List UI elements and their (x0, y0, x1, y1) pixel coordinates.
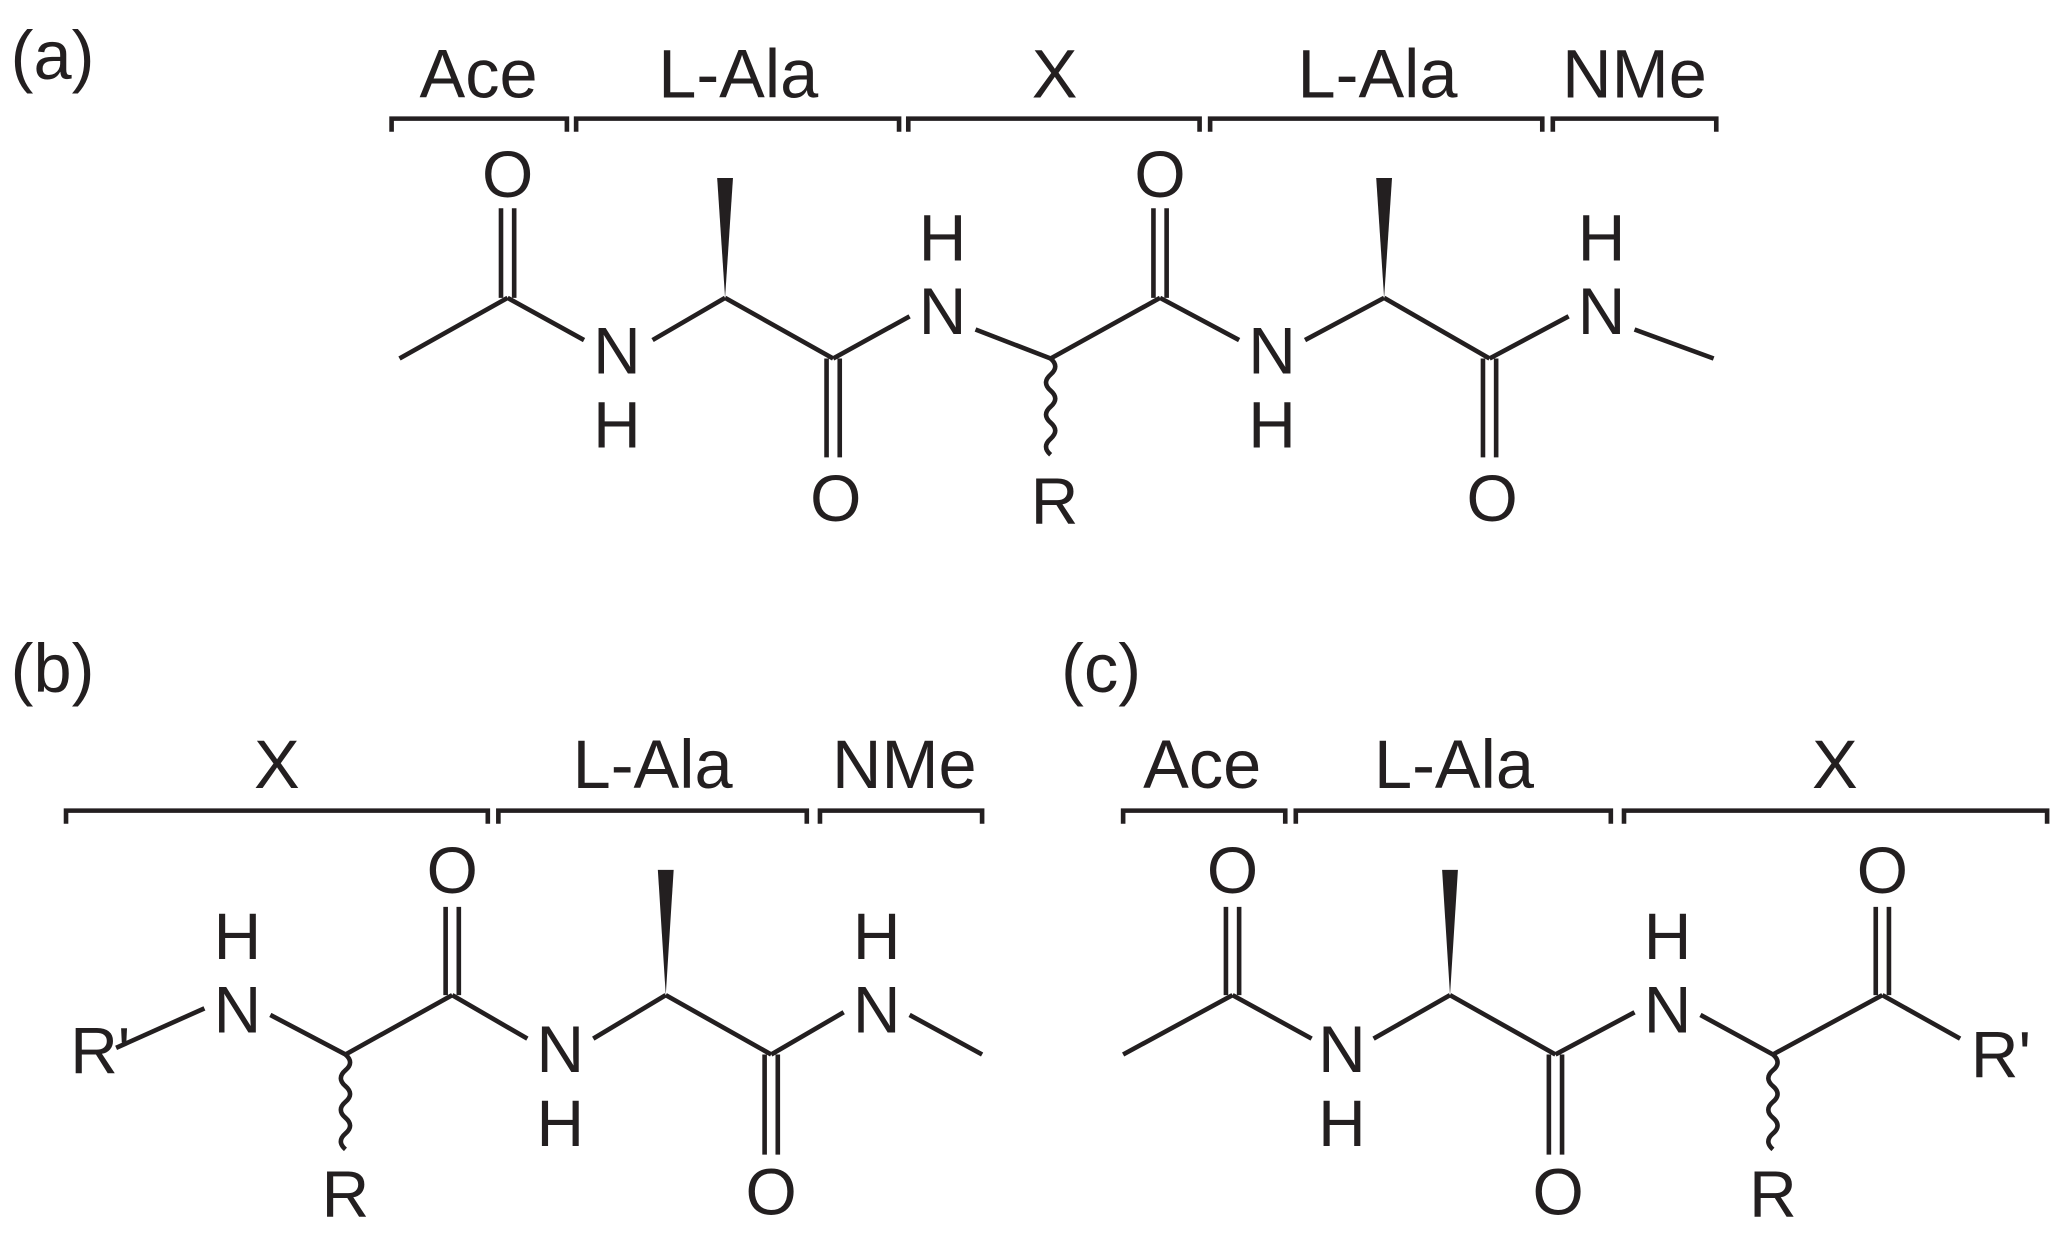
atom-hydrogen: H (919, 200, 967, 274)
atom-hydrogen: H (214, 899, 262, 973)
segment-bracket (905, 116, 1202, 132)
single-bond (1382, 295, 1491, 361)
segment-label-x: X (1032, 36, 1078, 113)
segment-label-nme: NMe (832, 726, 977, 803)
single-bond (1049, 295, 1162, 361)
wavy-bond (338, 1052, 353, 1152)
atom-hydrogen: H (593, 387, 641, 461)
segment-label-x: X (254, 726, 300, 803)
atom-hydrogen: H (853, 899, 901, 973)
single-bond (592, 993, 667, 1041)
single-bond (1372, 993, 1452, 1041)
panel-label-c: (c) (1061, 630, 1141, 707)
single-bond (115, 1006, 206, 1050)
atom-nitrogen: N (1248, 314, 1296, 388)
atom-oxygen: O (1467, 461, 1518, 535)
segment-bracket (1293, 808, 1614, 824)
single-bond (1881, 993, 1962, 1041)
atom-hydrogen: H (1248, 387, 1296, 461)
segment-label-nme: NMe (1562, 36, 1707, 113)
wedge-bond (717, 177, 733, 298)
segment-label-l-ala: L-Ala (658, 36, 819, 113)
segment-bracket (63, 808, 491, 824)
atom-oxygen: O (1532, 1155, 1583, 1229)
single-bond (723, 295, 835, 361)
single-bond (770, 1010, 845, 1057)
panel-c: (c) Ace L-Ala X O N H O N H R O R' (1061, 630, 2031, 1231)
wedge-bond (657, 869, 674, 996)
single-bond (1158, 295, 1241, 343)
atom-hydrogen: H (537, 1086, 585, 1160)
atom-hydrogen: H (1644, 899, 1692, 973)
atom-r-group: R (322, 1157, 370, 1231)
single-bond (651, 295, 727, 343)
atom-oxygen: O (1134, 137, 1185, 211)
single-bond (832, 314, 911, 361)
wavy-bond (1766, 1052, 1780, 1152)
atom-r-group: R (1031, 464, 1079, 538)
wavy-bond (1043, 356, 1058, 457)
atom-oxygen: O (1857, 833, 1908, 907)
atom-nitrogen: N (593, 314, 641, 388)
panel-a: (a) Ace L-Ala X L-Ala NMe O N H O N H R … (11, 17, 1707, 538)
segment-label-l-ala: L-Ala (573, 726, 734, 803)
atom-nitrogen: N (1318, 1012, 1366, 1086)
atom-oxygen: O (1207, 833, 1258, 907)
single-bond (506, 295, 586, 343)
single-bond (1699, 1012, 1775, 1057)
atom-nitrogen: N (214, 973, 262, 1047)
atom-oxygen: O (482, 137, 533, 211)
single-bond (451, 993, 529, 1041)
single-bond (398, 295, 509, 361)
atom-r-prime: R' (70, 1014, 130, 1088)
segment-label-l-ala: L-Ala (1374, 726, 1535, 803)
atom-oxygen: O (746, 1155, 797, 1229)
atom-r-group: R (1749, 1157, 1797, 1231)
wedge-bond (1376, 177, 1393, 298)
atom-oxygen: O (427, 833, 478, 907)
single-bond (1554, 1010, 1636, 1057)
wedge-bond (1442, 869, 1458, 996)
single-bond (1488, 314, 1570, 361)
atom-hydrogen: H (1318, 1086, 1366, 1160)
segment-bracket (817, 808, 985, 824)
single-bond (1303, 295, 1386, 343)
single-bond (1633, 327, 1715, 361)
atom-nitrogen: N (1578, 274, 1626, 348)
single-bond (908, 1012, 984, 1057)
single-bond (1231, 993, 1313, 1041)
segment-label-ace: Ace (420, 36, 538, 113)
atom-hydrogen: H (1578, 200, 1626, 274)
single-bond (269, 1012, 347, 1057)
segment-bracket (1621, 808, 2050, 824)
atom-oxygen: O (810, 461, 861, 535)
atom-nitrogen: N (919, 274, 967, 348)
segment-bracket (496, 808, 810, 824)
single-bond (974, 327, 1052, 361)
panel-b: (b) X L-Ala NMe R' N H R O N H O N H (11, 630, 977, 1231)
segment-bracket (1550, 116, 1719, 132)
single-bond (1771, 993, 1884, 1057)
segment-bracket (1120, 808, 1288, 824)
segment-label-x: X (1812, 726, 1858, 803)
bonds (63, 116, 2050, 1155)
panel-label-a: (a) (11, 17, 95, 94)
segment-label-ace: Ace (1143, 726, 1261, 803)
segment-bracket (573, 116, 902, 132)
segment-bracket (389, 116, 570, 132)
atom-nitrogen: N (1644, 973, 1692, 1047)
single-bond (664, 993, 773, 1057)
segment-label-l-ala: L-Ala (1298, 36, 1459, 113)
atom-nitrogen: N (853, 973, 901, 1047)
atom-r-prime: R' (1971, 1017, 2031, 1091)
segment-bracket (1207, 116, 1545, 132)
atom-nitrogen: N (537, 1012, 585, 1086)
single-bond (1448, 993, 1557, 1057)
single-bond (344, 993, 454, 1057)
single-bond (1122, 993, 1234, 1057)
panel-label-b: (b) (11, 630, 95, 707)
